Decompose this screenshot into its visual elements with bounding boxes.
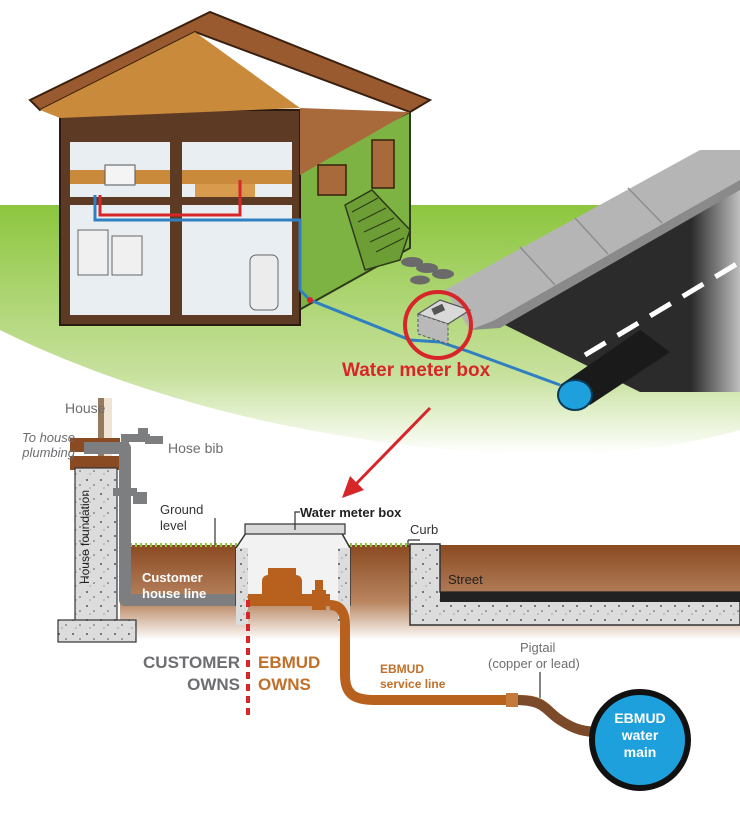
to-house-plumbing-label: To house plumbing (21, 430, 75, 460)
pigtail-note-label: (copper or lead) (488, 656, 580, 671)
street-label: Street (448, 572, 483, 587)
curb-section (409, 543, 740, 626)
ebmud-service-line-label: EBMUD service line (380, 662, 446, 691)
leader-lines (214, 511, 541, 698)
meter-box-top (416, 299, 472, 345)
service-pipe-top (298, 288, 561, 387)
sidewalk (445, 150, 740, 330)
hose-bib-label: Hose bib (168, 440, 224, 456)
ebmud-service-line (329, 600, 601, 737)
meter-box-highlight-ring (403, 290, 473, 360)
pigtail-label: Pigtail (520, 640, 556, 655)
house-label: House (65, 400, 106, 416)
ground-level-label: Ground level (160, 502, 204, 533)
water-main-top (557, 330, 670, 411)
customer-owns-label: CUSTOMER OWNS (143, 653, 240, 694)
water-meter (248, 568, 330, 610)
customer-house-line-label: Customer house line (142, 570, 207, 601)
water-meter-box-label: Water meter box (300, 505, 402, 520)
street-road (495, 180, 740, 392)
water-main-label: EBMUD water main (614, 710, 666, 760)
callout-arrow (342, 406, 432, 498)
house (28, 10, 433, 326)
callout-meter-box-label: Water meter box (342, 360, 491, 381)
customer-house-line (84, 428, 245, 606)
house-foundation (57, 467, 137, 643)
ebmud-owns-label: EBMUD OWNS (258, 653, 321, 694)
curb-label: Curb (410, 522, 439, 537)
house-foundation-label: House foundation (78, 489, 93, 585)
water-main-section (589, 689, 691, 791)
stepping-stones (401, 257, 454, 285)
